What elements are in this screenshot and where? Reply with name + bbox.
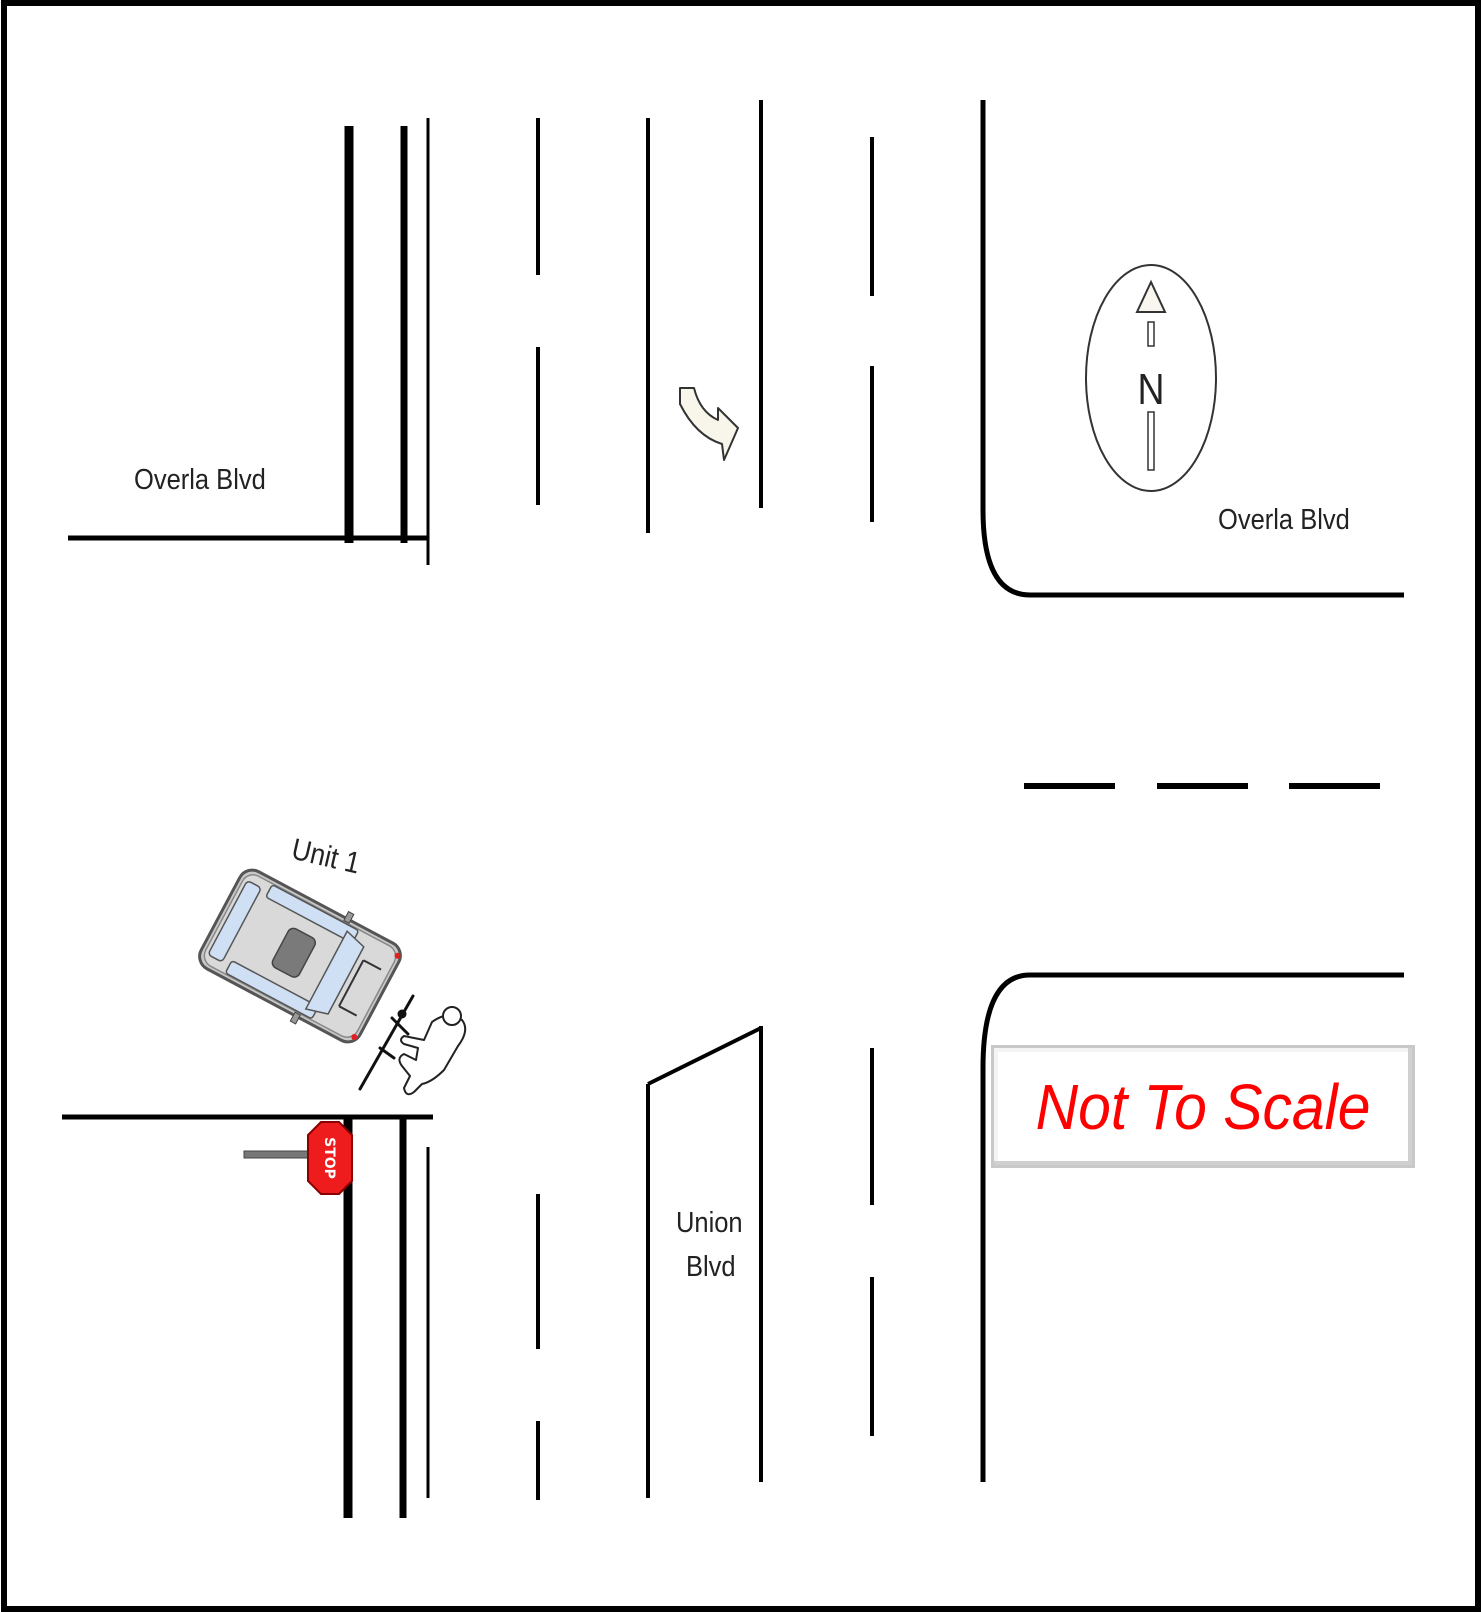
- street-label-overla-east: Overla Blvd: [1218, 502, 1350, 535]
- ne-curb: [980, 100, 1404, 598]
- compass-north-icon: N: [1085, 264, 1217, 492]
- pedestrian-icon: [398, 1006, 467, 1096]
- turn-arrow-icon: [679, 387, 739, 461]
- bicycle-icon: [358, 994, 415, 1091]
- vehicle-label: Unit 1: [289, 831, 364, 880]
- street-label-union-line1: Union: [676, 1205, 743, 1238]
- vehicle-icon: [198, 868, 402, 1044]
- scale-note-box: Not To Scale: [991, 1045, 1415, 1168]
- se-curb: [980, 972, 1404, 1482]
- street-label-union-line2: Blvd: [686, 1249, 736, 1282]
- south-lane-lines: [536, 1026, 874, 1500]
- sw-corner-lines: [62, 1114, 433, 1518]
- stop-sign-label: STOP: [321, 1137, 337, 1179]
- scale-note-text: Not To Scale: [1035, 1070, 1371, 1143]
- stop-sign-icon: STOP: [243, 1121, 353, 1195]
- nw-corner-lines: [68, 118, 430, 565]
- compass-label: N: [1137, 364, 1164, 414]
- north-lane-lines: [536, 100, 874, 533]
- street-label-overla-west: Overla Blvd: [134, 462, 266, 495]
